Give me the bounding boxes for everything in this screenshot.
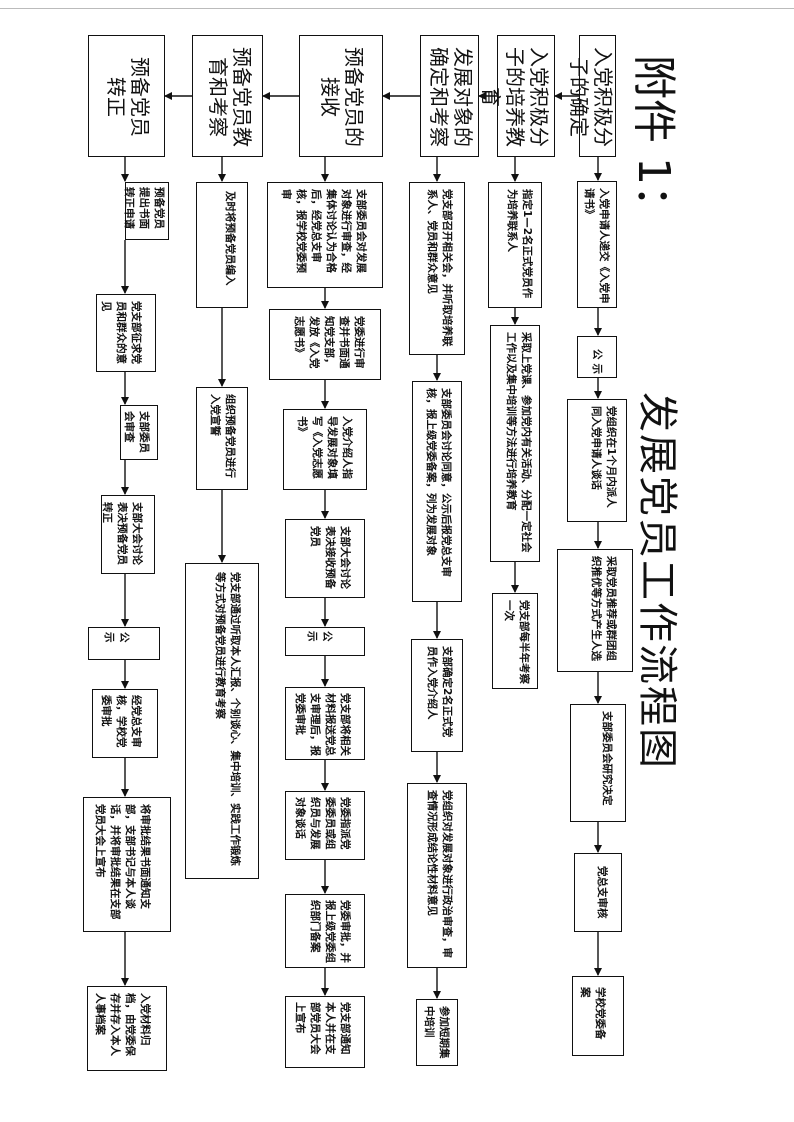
- step-box: 公示: [577, 336, 617, 378]
- step-box: 入党介绍人指导发展对象填写《入党志愿书》: [283, 409, 367, 490]
- step-box: 参加短期集中培训: [416, 999, 458, 1066]
- step-text: 党组织对发展对象进行政治审查，审查情况形成结论性材料意见: [426, 790, 453, 958]
- step-text: 党支部通过听取本人汇报、个别谈心、集中培训、实践工作锻炼等方式对预备党员进行教育…: [214, 572, 241, 866]
- step-text: 支部大会讨论表决预备党员转正: [101, 502, 143, 565]
- step-text: 党组织在1个月内派人同入党申请人谈话: [590, 406, 617, 508]
- step-text: 支部委员会对发展对象进行审查，经集体讨论认为合格后，经党总支审核，报学校党委预审: [280, 189, 367, 273]
- step-box: 支部委员会讨论同意，公示后报党总支审核，报上级党委备案，列为发展对象: [412, 381, 462, 602]
- step-text: 党委进行审查并书面通知党支部，发放《入党志愿书》: [293, 316, 365, 369]
- step-text: 入党介绍人指导发展对象填写《入党志愿书》: [296, 416, 353, 479]
- stage-header-text: 入党积极分子的培养教育: [479, 47, 551, 147]
- stage-header-activist-training: 入党积极分子的培养教育: [479, 35, 555, 157]
- step-text: 党支部通知本人并在支部党员大会上宣布: [294, 1002, 351, 1055]
- step-box: 党支部将相关材料报送党总支审理后，报党委审批: [285, 687, 365, 760]
- step-text: 采取上党课、参加党内有关活动、分配一定社会工作以及集中培训等方法进行培养教育: [505, 332, 532, 553]
- step-text: 支部确定2名正式党员作入党介绍人: [426, 646, 453, 738]
- stage-header-probationary-admission: 预备党员的接收: [299, 35, 383, 157]
- step-box: 党委审批，并报上级党委组织部门备案: [285, 894, 365, 968]
- step-box: 支部委员会研究决定: [570, 704, 626, 822]
- step-text: 学校党委备案: [579, 987, 606, 1040]
- step-box: 组织预备党员进行入党宣誓: [196, 387, 248, 490]
- step-box: 支部大会讨论表决预备党员转正: [101, 495, 155, 574]
- step-text: 将审批结果书面通知支部，支部书记与本人谈话，并将审批结果在支部党员大会上宣布: [94, 804, 151, 920]
- step-text: 党支部每半年考察一次: [503, 600, 530, 684]
- step-box: 经党总支审核，学校党委审批: [92, 689, 158, 758]
- stage-header-full-membership: 预备党员转正: [88, 35, 165, 157]
- step-box: 支部委员会对发展对象进行审查，经集体讨论认为合格后，经党总支审核，报学校党委预审: [267, 182, 383, 288]
- step-box: 党组织对发展对象进行政治审查，审查情况形成结论性材料意见: [407, 783, 467, 968]
- stage-header-candidate-determination: 发展对象的确定和考察: [420, 35, 479, 157]
- step-text: 支部委员会讨论同意，公示后报党总支审核，报上级党委备案，列为发展对象: [425, 388, 452, 577]
- step-box: 党总支审核: [574, 853, 622, 932]
- step-text: 入党材料归档，由党委保存并存入本人人事档案: [94, 993, 151, 1056]
- step-box: 支部确定2名正式党员作入党介绍人: [411, 639, 463, 752]
- stage-header-text: 预备党员的接收: [318, 47, 366, 147]
- step-text: 支部委员会审查: [123, 411, 150, 453]
- stage-header-text: 入党积极分子的确定: [567, 47, 615, 147]
- step-box: 党委进行审查并书面通知党支部，发放《入党志愿书》: [269, 309, 381, 380]
- step-box: 支部大会讨论表决接收预备党员: [285, 519, 365, 598]
- step-box: 采取上党课、参加党内有关活动、分配一定社会工作以及集中培训等方法进行培养教育: [490, 325, 540, 562]
- step-text: 公示: [591, 349, 603, 378]
- step-text: 经党总支审核，学校党委审批: [100, 695, 142, 748]
- step-box: 党支部征求党员和群众的意见: [96, 294, 156, 372]
- step-text: 党总支审核: [596, 866, 608, 919]
- step-text: 公示: [306, 631, 333, 646]
- step-text: 支部大会讨论表决接收预备党员: [309, 526, 351, 589]
- step-text: 指定1—2名正式党员作为培养联系人: [506, 189, 533, 299]
- stage-header-activist-determination: 入党积极分子的确定: [567, 35, 616, 157]
- step-box: 公示: [88, 627, 160, 660]
- step-text: 支部委员会研究决定: [601, 711, 613, 806]
- step-box: 入党材料归档，由党委保存并存入本人人事档案: [87, 986, 167, 1071]
- step-box: 党支部通知本人并在支部党员大会上宣布: [285, 996, 365, 1068]
- step-box: 党支部召开相关会，并听取培养联系人、党员和群众意见: [409, 182, 465, 355]
- step-box: 党组织在1个月内派人同入党申请人谈话: [567, 399, 627, 522]
- step-text: 公示: [103, 632, 130, 647]
- stage-header-text: 预备党员转正: [104, 57, 152, 137]
- step-text: 采取党员推荐或群团组织推优等方式产生人选: [590, 556, 617, 661]
- step-box: 入党申请人递交《入党申请书》: [577, 181, 617, 308]
- stage-header-text: 预备党员教育和考察: [206, 47, 254, 147]
- stage-header-probationary-education: 预备党员教育和考察: [192, 35, 263, 157]
- step-text: 入党申请人递交《入党申请书》: [583, 188, 610, 304]
- step-box: 支部委员会审查: [120, 405, 158, 460]
- step-box: 预备党员提出书面转正申请: [123, 182, 169, 240]
- step-text: 党支部将相关材料报送党总支审理后，报党委审批: [294, 693, 351, 756]
- step-text: 预备党员提出书面转正申请: [123, 187, 165, 229]
- step-text: 党委审批，并报上级党委组织部门备案: [309, 900, 351, 963]
- step-box: 采取党员推荐或群团组织推优等方式产生人选: [557, 549, 633, 672]
- step-box: 学校党委备案: [572, 976, 624, 1056]
- step-box: 党委指派党委委员或组织员与发展对象谈话: [285, 791, 365, 860]
- step-box: 党支部通过听取本人汇报、个别谈心、集中培训、实践工作锻炼等方式对预备党员进行教育…: [185, 563, 259, 879]
- step-text: 组织预备党员进行入党宣誓: [209, 394, 236, 478]
- step-box: 党支部每半年考察一次: [492, 593, 538, 689]
- step-text: 党支部征求党员和群众的意见: [100, 301, 142, 364]
- step-box: 将审批结果书面通知支部，支部书记与本人谈话，并将审批结果在支部党员大会上宣布: [83, 797, 171, 932]
- step-box: 及时将预备党员编入: [196, 182, 248, 308]
- step-box: 公示: [285, 627, 365, 656]
- step-box: 指定1—2名正式党员作为培养联系人: [488, 182, 542, 308]
- step-text: 党支部召开相关会，并听取培养联系人、党员和群众意见: [426, 189, 453, 347]
- scan-edge-line: [0, 8, 794, 9]
- step-text: 参加短期集中培训: [423, 1006, 450, 1059]
- step-text: 及时将预备党员编入: [224, 191, 236, 286]
- step-text: 党委指派党委委员或组织员与发展对象谈话: [294, 797, 351, 850]
- stage-header-text: 发展对象的确定和考察: [427, 47, 475, 147]
